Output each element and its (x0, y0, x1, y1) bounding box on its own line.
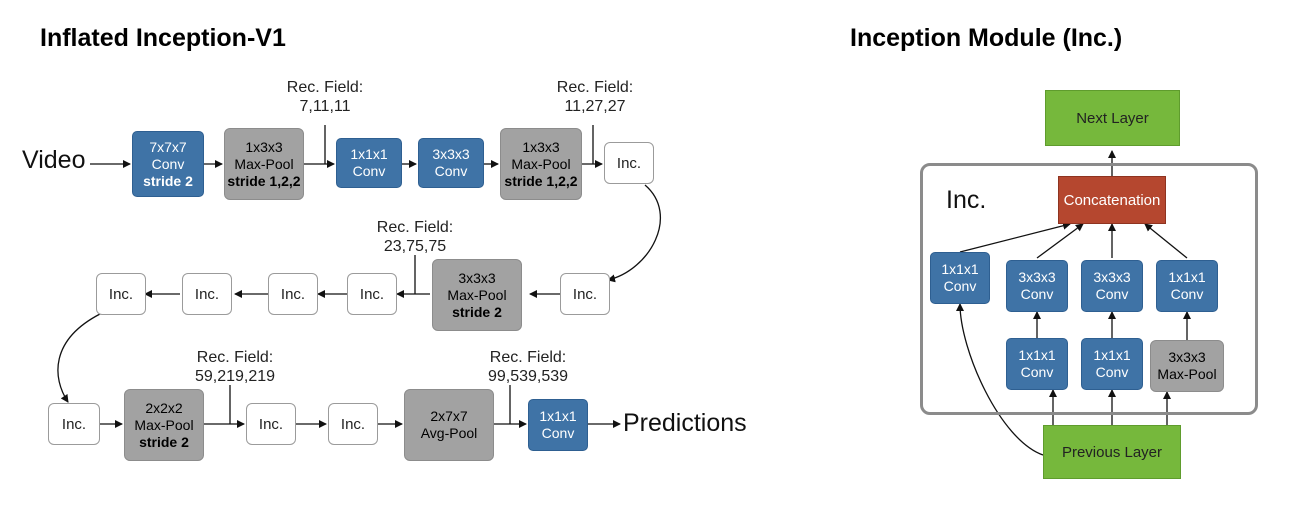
rec-field-label-a: Rec. Field: 7,11,11 (270, 78, 380, 116)
conv-1x1x1-output-kernel: 1x1x1 (539, 408, 577, 424)
maxpool-3x3x3-kernel: 3x3x3 (458, 269, 496, 286)
conv-1x1x1-output-box: 1x1x1 Conv (528, 399, 588, 451)
inception-module-frame (920, 163, 1258, 415)
maxpool-3x3x3-box: 3x3x3 Max-Pool stride 2 (432, 259, 522, 331)
rec-field-label-d: Rec. Field: 59,219,219 (180, 348, 290, 386)
maxpool-2x2x2-stride: stride 2 (139, 433, 189, 450)
maxpool-1x3x3-b-type: Max-Pool (511, 155, 571, 172)
rec-field-value: 99,539,539 (487, 368, 569, 385)
inception-block: Inc. (268, 273, 318, 315)
next-layer-box: Next Layer (1045, 90, 1180, 146)
rec-field-value: 7,11,11 (299, 98, 351, 115)
branch3-conv-3x3x3-box: 3x3x3 Conv (1081, 260, 1143, 312)
maxpool-1x3x3-b-kernel: 1x3x3 (522, 138, 560, 155)
branch4-conv-1x1x1-box: 1x1x1 Conv (1156, 260, 1218, 312)
rec-field-label-e: Rec. Field: 99,539,539 (468, 348, 588, 386)
maxpool-2x2x2-kernel: 2x2x2 (145, 399, 183, 416)
inception-block: Inc. (604, 142, 654, 184)
branch1-conv-type: Conv (943, 278, 977, 294)
rec-field-title: Rec. Field: (196, 349, 274, 366)
branch4-maxpool-3x3x3-box: 3x3x3 Max-Pool (1150, 340, 1224, 392)
conv-7x7x7-stride: stride 2 (143, 172, 193, 189)
branch1-conv-kernel: 1x1x1 (941, 261, 979, 277)
branch4-conv-kernel: 1x1x1 (1168, 269, 1206, 285)
branch2-reduce-type: Conv (1020, 364, 1054, 380)
previous-layer-box: Previous Layer (1043, 425, 1181, 479)
inception-block: Inc. (246, 403, 296, 445)
branch1-conv-1x1x1-box: 1x1x1 Conv (930, 252, 990, 304)
inception-block: Inc. (96, 273, 146, 315)
avgpool-2x7x7-box: 2x7x7 Avg-Pool (404, 389, 494, 461)
rec-field-label-c: Rec. Field: 23,75,75 (360, 218, 470, 256)
rec-field-title: Rec. Field: (556, 79, 634, 96)
rec-field-value: 59,219,219 (194, 368, 276, 385)
inception-block: Inc. (182, 273, 232, 315)
conv-7x7x7-box: 7x7x7 Conv stride 2 (132, 131, 204, 197)
rec-field-value: 11,27,27 (564, 98, 626, 115)
inception-module-label: Inc. (946, 186, 987, 214)
branch3-conv-1x1x1-box: 1x1x1 Conv (1081, 338, 1143, 390)
branch3-reduce-type: Conv (1095, 364, 1129, 380)
avgpool-2x7x7-type: Avg-Pool (420, 425, 478, 441)
branch2-conv-3x3x3-box: 3x3x3 Conv (1006, 260, 1068, 312)
conv-3x3x3-box: 3x3x3 Conv (418, 138, 484, 188)
maxpool-2x2x2-box: 2x2x2 Max-Pool stride 2 (124, 389, 204, 461)
conv-1x1x1-kernel: 1x1x1 (350, 146, 388, 162)
inception-block: Inc. (347, 273, 397, 315)
inception-block: Inc. (560, 273, 610, 315)
conv-1x1x1-type: Conv (352, 163, 386, 179)
branch3-conv-kernel: 3x3x3 (1093, 269, 1131, 285)
inception-block: Inc. (48, 403, 100, 445)
maxpool-3x3x3-stride: stride 2 (452, 303, 502, 320)
maxpool-1x3x3-b-stride: stride 1,2,2 (504, 172, 578, 189)
maxpool-2x2x2-type: Max-Pool (134, 416, 194, 433)
conv-3x3x3-kernel: 3x3x3 (432, 146, 470, 162)
branch2-conv-type: Conv (1020, 286, 1054, 302)
predictions-output-label: Predictions (623, 409, 747, 437)
video-input-label: Video (22, 146, 86, 174)
branch2-reduce-kernel: 1x1x1 (1018, 347, 1056, 363)
branch3-conv-type: Conv (1095, 286, 1129, 302)
branch2-conv-kernel: 3x3x3 (1018, 269, 1056, 285)
maxpool-1x3x3-a-kernel: 1x3x3 (245, 138, 283, 155)
conv-3x3x3-type: Conv (434, 163, 468, 179)
avgpool-2x7x7-kernel: 2x7x7 (430, 408, 468, 424)
maxpool-1x3x3-a-box: 1x3x3 Max-Pool stride 1,2,2 (224, 128, 304, 200)
rec-field-label-b: Rec. Field: 11,27,27 (540, 78, 650, 116)
conv-1x1x1-output-type: Conv (541, 425, 575, 441)
conv-7x7x7-type: Conv (151, 155, 185, 172)
conv-1x1x1-box: 1x1x1 Conv (336, 138, 402, 188)
maxpool-1x3x3-a-stride: stride 1,2,2 (227, 172, 301, 189)
maxpool-1x3x3-a-type: Max-Pool (234, 155, 294, 172)
maxpool-3x3x3-type: Max-Pool (447, 286, 507, 303)
inception-block: Inc. (328, 403, 378, 445)
branch3-reduce-kernel: 1x1x1 (1093, 347, 1131, 363)
rec-field-title: Rec. Field: (376, 219, 454, 236)
branch4-conv-type: Conv (1170, 286, 1204, 302)
rec-field-value: 23,75,75 (383, 238, 447, 255)
branch4-pool-kernel: 3x3x3 (1168, 349, 1206, 365)
branch2-conv-1x1x1-box: 1x1x1 Conv (1006, 338, 1068, 390)
right-diagram-title: Inception Module (Inc.) (850, 24, 1123, 52)
left-diagram-title: Inflated Inception-V1 (40, 24, 286, 52)
maxpool-1x3x3-b-box: 1x3x3 Max-Pool stride 1,2,2 (500, 128, 582, 200)
rec-field-title: Rec. Field: (489, 349, 567, 366)
conv-7x7x7-kernel: 7x7x7 (149, 138, 187, 155)
rec-field-title: Rec. Field: (286, 79, 364, 96)
concatenation-box: Concatenation (1058, 176, 1166, 224)
branch4-pool-type: Max-Pool (1157, 366, 1217, 382)
